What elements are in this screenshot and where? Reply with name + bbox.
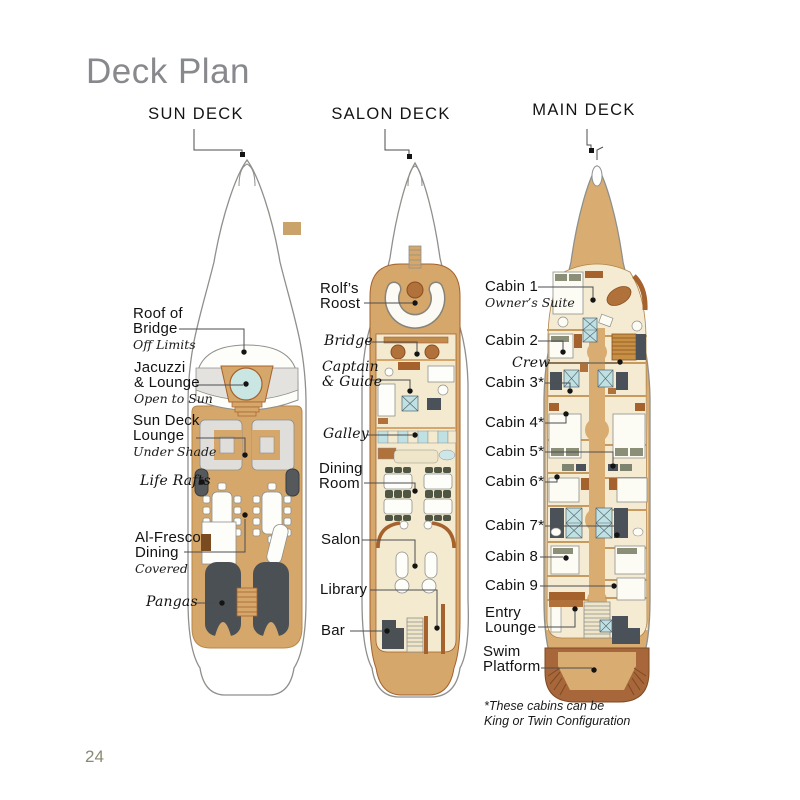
salon-deck-illustration [361,161,469,698]
rolfs-roost-seat [384,281,446,329]
label-captain-guide: Captain & Guide [322,359,383,390]
sun-deck-bow-line [238,163,256,187]
tan-swatch [283,222,301,235]
label-salon: Salon [321,531,361,548]
label-rolfs-roost: Rolf’s Roost [320,280,361,312]
pangas-boats [205,562,289,636]
salon-deck-header: SALON DECK [331,105,451,123]
bar-counter [382,620,404,649]
galley-counters [377,430,457,464]
label-cabin-2: Cabin 2 [485,332,539,349]
label-life-rafts: Life Rafts [140,473,211,489]
sun-deck-illustration [187,158,307,696]
label-galley: Galley [323,426,369,442]
label-jacuzzi-lounge: Jacuzzi & Lounge Open to Sun [134,359,213,406]
page-title: Deck Plan [86,52,251,91]
main-deck-illustration [543,146,651,703]
main-deck-header: MAIN DECK [532,101,636,119]
label-cabin-4: Cabin 4* [485,414,545,431]
label-cabin-7: Cabin 7* [485,517,545,534]
entry-lounge-area [549,600,640,644]
page-number: 24 [85,747,104,766]
leader-lines [179,129,618,669]
life-raft-right [285,468,300,497]
label-roof-of-bridge: Roof of Bridge Off Limits [133,305,196,352]
label-pangas: Pangas [146,594,198,610]
label-swim-platform: Swim Platform [483,643,541,675]
dining-room-tables [383,467,453,521]
label-al-fresco-dining: Al-Fresco Dining Covered [135,529,201,576]
swim-platform-shape [544,647,650,703]
label-cabin-9: Cabin 9 [485,577,539,594]
label-cabin-1: Cabin 1 Owner’s Suite [485,278,575,310]
label-cabin-8: Cabin 8 [485,548,539,565]
label-bridge: Bridge [324,333,373,349]
label-cabin-6: Cabin 6* [485,473,545,490]
label-cabin-5: Cabin 5* [485,443,545,460]
label-crew: Crew [512,355,551,371]
cabin-1-suite [552,271,648,343]
leader-markers [199,148,623,673]
sun-deck-header: SUN DECK [148,105,244,123]
captain-guide-cabin [376,359,456,429]
cabin-7-bathrooms [550,507,644,539]
bow-ladder [408,245,422,269]
label-bar: Bar [321,622,345,639]
salon-stairs [406,617,424,653]
label-dining-room: Dining Room [319,460,363,492]
sun-deck-lounge-seats [199,419,295,471]
crew-stairs [611,333,646,361]
label-entry-lounge: Entry Lounge [485,604,537,636]
label-cabin-3: Cabin 3* [485,374,545,391]
label-library: Library [320,581,368,598]
salon-lounge [376,520,456,594]
label-sun-deck-lounge: Sun Deck Lounge Under Shade [133,412,217,459]
cabin-configuration-footnote: *These cabins can be King or Twin Config… [484,699,631,728]
